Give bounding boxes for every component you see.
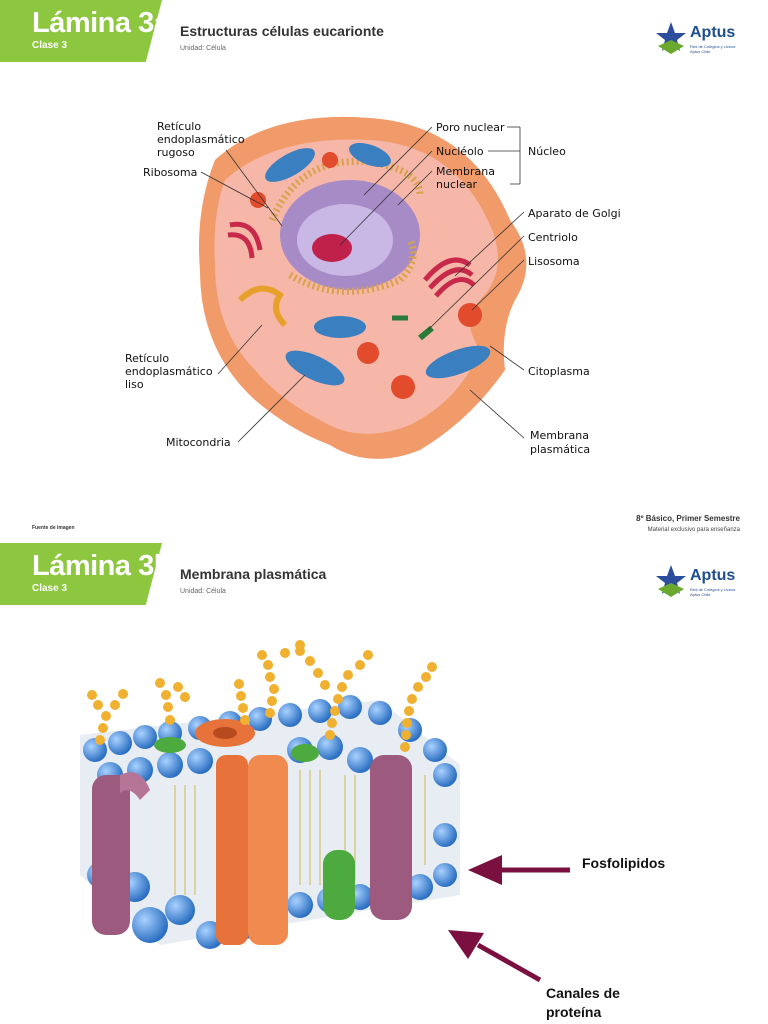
fosfolipidos-arrow xyxy=(468,855,570,885)
rough-er xyxy=(268,157,424,222)
peripheral-protein-green-top-2 xyxy=(291,744,319,762)
channel-protein-orange xyxy=(216,755,248,945)
logo-name: Aptus xyxy=(690,567,736,584)
leader-lines xyxy=(200,126,525,443)
label-nucleo: Núcleo xyxy=(528,145,566,158)
lysosome xyxy=(391,375,415,399)
mitochondrion xyxy=(425,345,491,379)
lamina-title-b: Lámina 3b xyxy=(32,550,171,582)
label-centriolo: Centriolo xyxy=(528,231,578,244)
channel-protein-orange-2 xyxy=(248,755,288,945)
fuente-imagen: Fuente de imagen xyxy=(32,525,75,531)
logo-tagline: Red de Colegios y Liceos Aptus Chile xyxy=(690,44,736,54)
mitochondrion xyxy=(285,350,345,386)
lamina-tab-b xyxy=(0,543,162,605)
lysosome xyxy=(322,152,338,168)
integral-protein-purple-left xyxy=(92,775,130,935)
lysosome xyxy=(357,342,379,364)
label-canales-2: proteína xyxy=(546,1004,602,1020)
star-icon xyxy=(656,22,686,54)
unidad-label-a: Unidad: Célula xyxy=(180,45,226,52)
header-slide-a: Lámina 3a Clase 3 Estructuras células eu… xyxy=(0,0,768,62)
label-memplas-1: Membrana xyxy=(530,429,589,442)
integral-protein-purple-right xyxy=(370,755,412,920)
peripheral-protein-green-top xyxy=(154,737,186,753)
course-label: 8º Básico, Primer Semestre xyxy=(636,514,740,523)
lysosome xyxy=(458,303,482,327)
label-golgi: Aparato de Golgi xyxy=(528,207,621,220)
golgi-apparatus xyxy=(423,257,476,298)
mitochondrion xyxy=(314,316,366,338)
label-ser-3: liso xyxy=(125,378,144,391)
protein-fold xyxy=(120,772,150,800)
mitochondrion xyxy=(349,142,391,168)
label-canales-1: Canales de xyxy=(546,985,620,1001)
nucleolus xyxy=(312,234,352,262)
page-title-a: Estructuras células eucarionte xyxy=(180,23,384,39)
star-icon xyxy=(656,565,686,597)
clase-label-a: Clase 3 xyxy=(32,40,68,51)
smooth-er xyxy=(237,285,288,328)
header-slide-b: Lámina 3b Clase 3 Membrana plasmática Un… xyxy=(0,543,768,605)
page-title-b: Membrana plasmática xyxy=(180,566,327,582)
label-memnuc-1: Membrana xyxy=(436,165,495,178)
logo-tagline: Red de Colegios y Liceos Aptus Chile xyxy=(690,587,736,597)
label-memplas-2: plasmática xyxy=(530,443,590,456)
label-citoplasma: Citoplasma xyxy=(528,365,590,378)
carbohydrate-chains xyxy=(87,640,437,752)
label-rer-3: rugoso xyxy=(157,146,195,159)
label-poro: Poro nuclear xyxy=(436,121,505,134)
label-rer-1: Retículo xyxy=(157,120,201,133)
channel-pore xyxy=(213,727,237,739)
canales-arrow xyxy=(448,930,542,983)
label-mitocondria: Mitocondria xyxy=(166,436,231,449)
material-label: Material exclusivo para enseñanza xyxy=(647,527,740,533)
centriole xyxy=(418,325,434,341)
label-rer-2: endoplasmático xyxy=(157,133,245,146)
label-fosfolipidos: Fosfolipidos xyxy=(582,855,666,871)
lysosome xyxy=(250,192,266,208)
label-lisosoma: Lisosoma xyxy=(528,255,580,268)
label-nucleolo: Nucléolo xyxy=(436,145,484,158)
golgi-left xyxy=(227,221,263,259)
lamina-title-a: Lámina 3a xyxy=(32,7,170,39)
label-ser-2: endoplasmático xyxy=(125,365,213,378)
logo-name: Aptus xyxy=(690,24,736,41)
clase-label-b: Clase 3 xyxy=(32,583,68,594)
aptus-logo-b: Aptus Red de Colegios y Liceos Aptus Chi… xyxy=(654,563,744,603)
peripheral-protein-green xyxy=(323,850,355,920)
mitochondrion xyxy=(265,148,315,182)
label-memnuc-2: nuclear xyxy=(436,178,478,191)
unidad-label-b: Unidad: Célula xyxy=(180,588,226,595)
label-ser-1: Retículo xyxy=(125,352,169,365)
lamina-tab-a xyxy=(0,0,162,62)
aptus-logo-a: Aptus Red de Colegios y Liceos Aptus Chi… xyxy=(654,20,744,60)
label-ribosoma: Ribosoma xyxy=(143,166,197,179)
plasma-membrane-diagram xyxy=(80,640,570,983)
phospholipid-heads-bottom xyxy=(87,823,457,949)
